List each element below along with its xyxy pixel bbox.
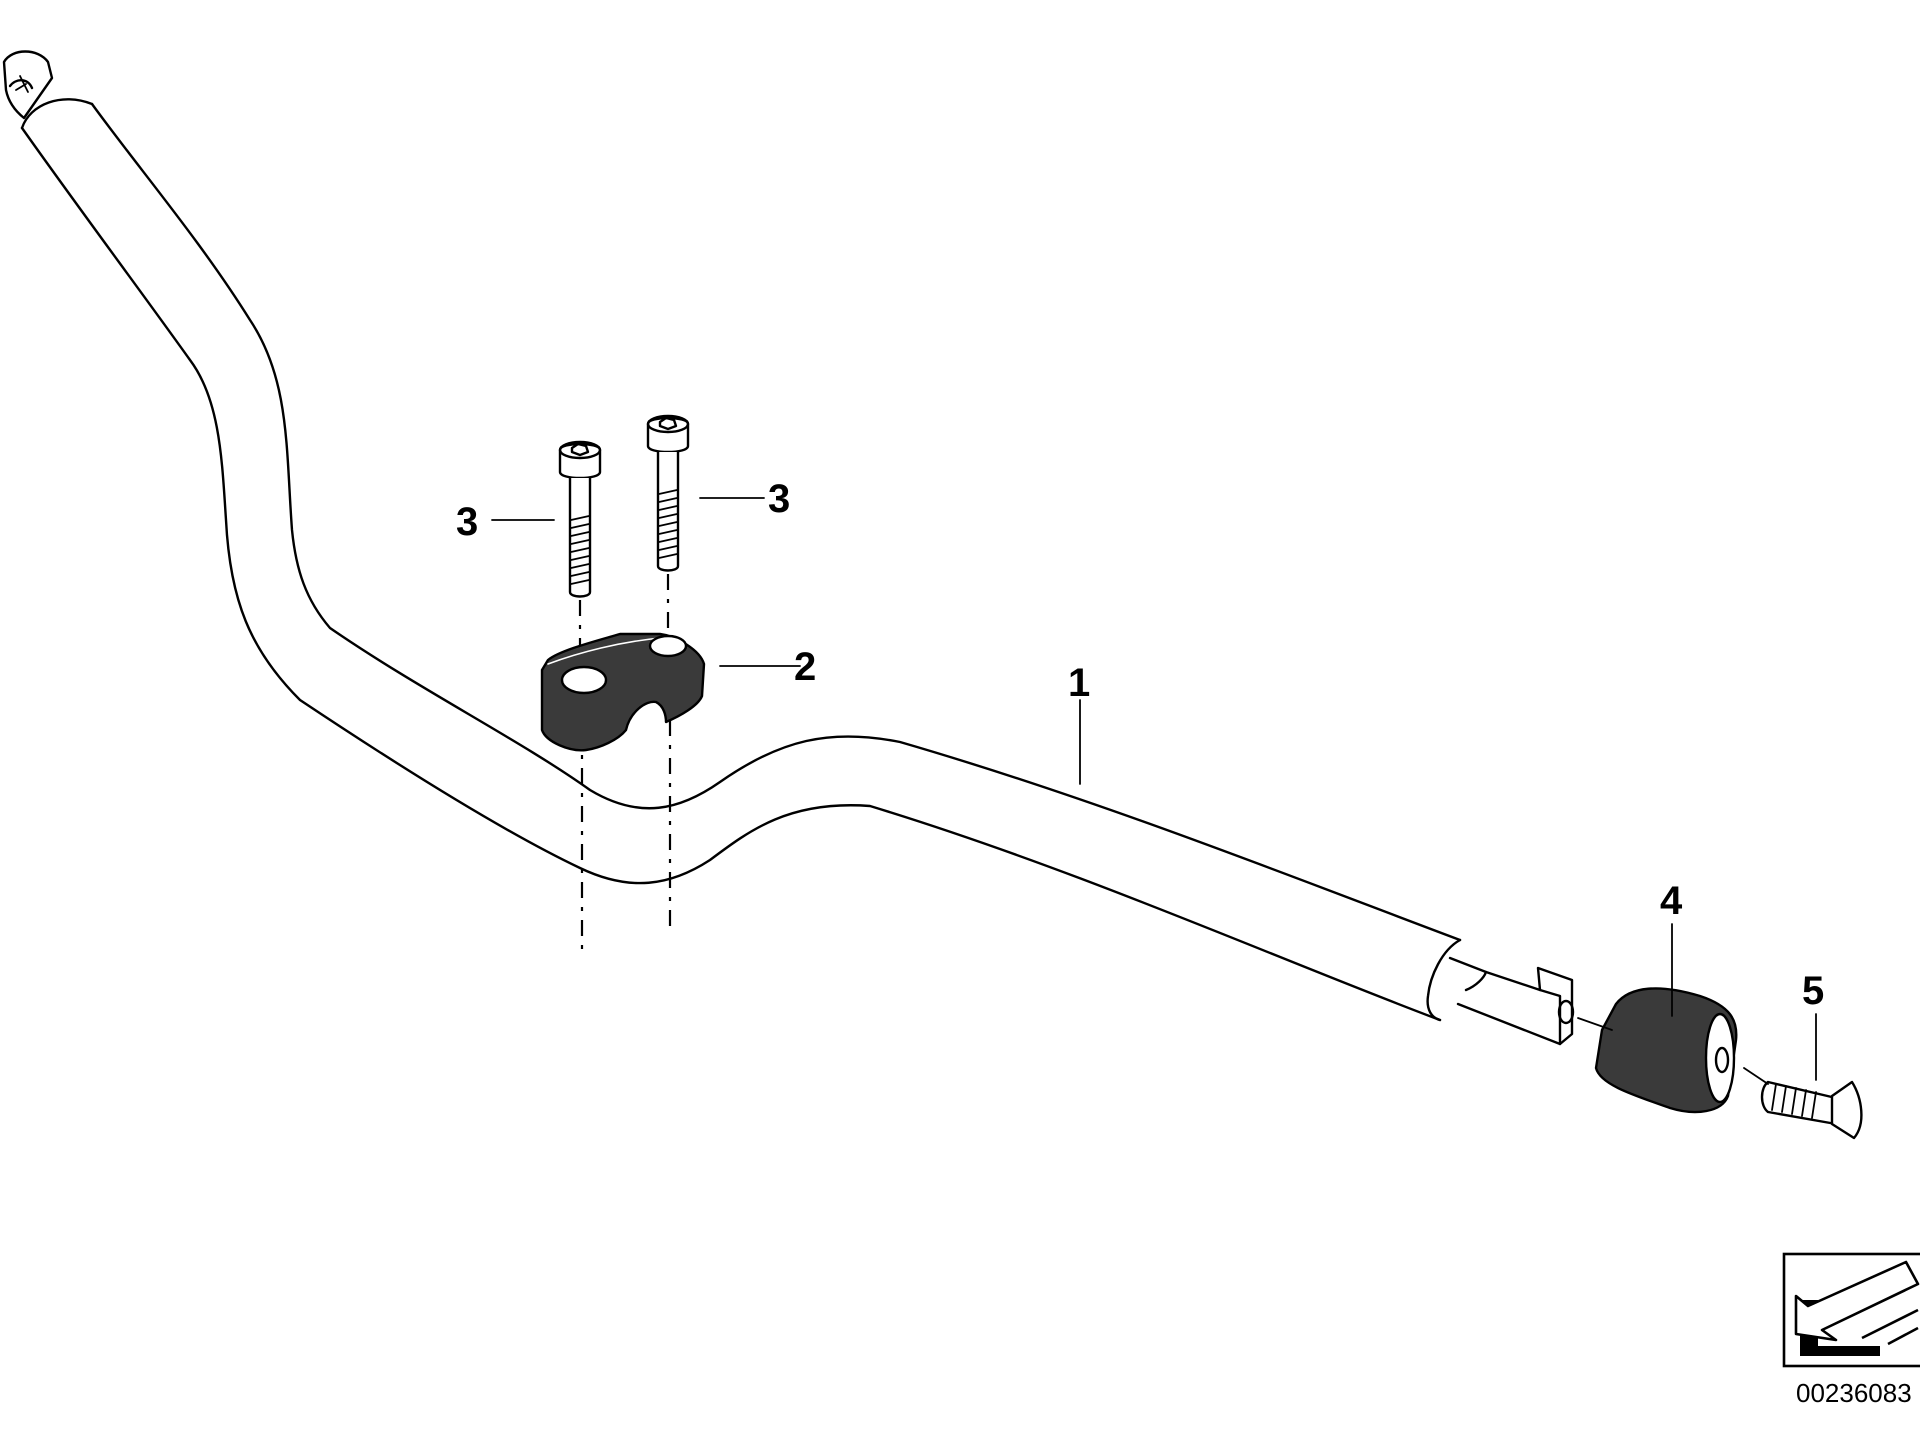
handlebar	[2, 50, 1575, 1046]
orientation-arrow-icon	[1782, 1252, 1920, 1368]
callouts: 1 2 3 3 4 5	[456, 477, 1824, 1013]
bar-end-weight	[1577, 987, 1738, 1114]
callout-3-right: 3	[768, 477, 790, 521]
callout-4: 4	[1660, 879, 1683, 923]
handlebar-clamp	[540, 632, 706, 752]
callout-5: 5	[1802, 969, 1824, 1013]
clamp-screw-left	[558, 440, 602, 660]
callout-3-left: 3	[456, 500, 478, 544]
clamp-screw-right	[646, 414, 690, 640]
countersunk-screw	[1743, 1067, 1863, 1140]
callout-1: 1	[1068, 661, 1090, 705]
document-number: 00236083	[1796, 1378, 1912, 1408]
leader-lines	[491, 497, 1817, 1081]
callout-2: 2	[794, 645, 816, 689]
